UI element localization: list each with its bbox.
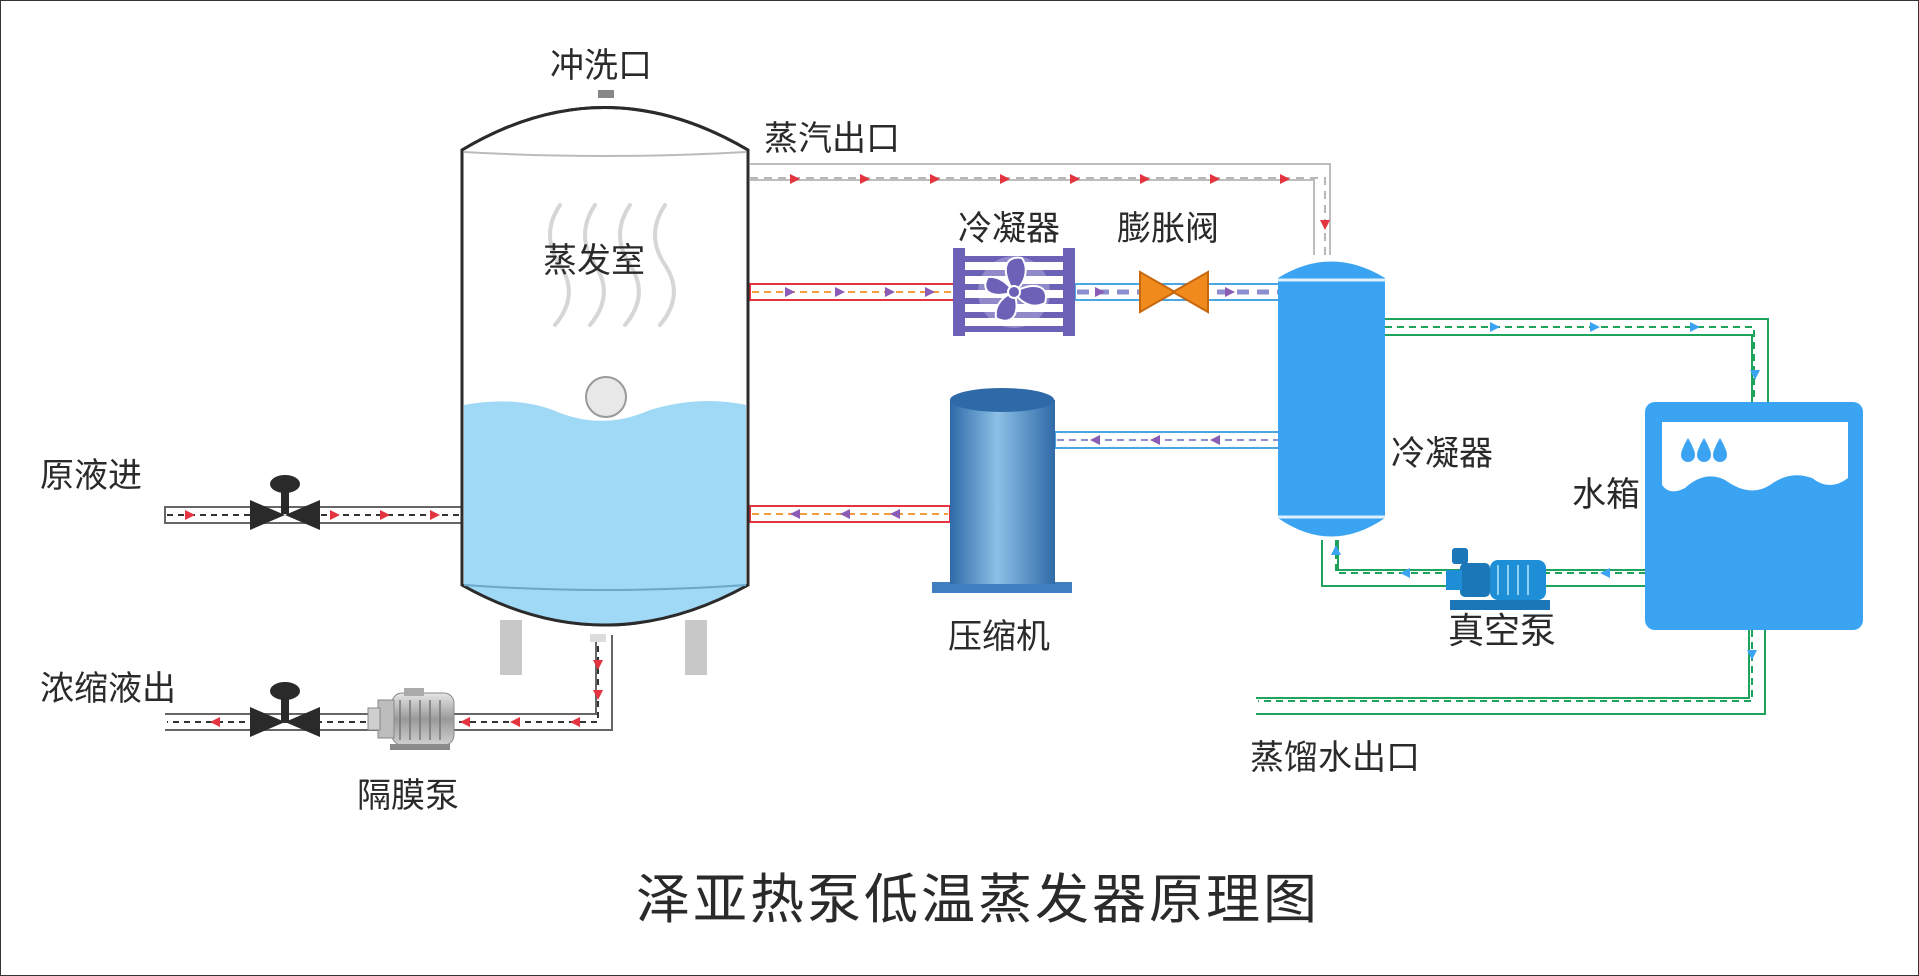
vacuum-pump-label: 真空泵 xyxy=(1448,611,1556,652)
fan-icon xyxy=(984,256,1047,322)
evaporation-chamber-label: 蒸发室 xyxy=(543,241,645,281)
condenser-fan-unit xyxy=(953,248,1075,336)
expansion-valve-label: 膨胀阀 xyxy=(1117,209,1219,249)
condensate-line xyxy=(1385,318,1769,405)
raw-liquid-in-label: 原液进 xyxy=(40,456,142,496)
vacuum-pump-unit xyxy=(1446,548,1550,610)
distilled-water-outlet-label: 蒸馏水出口 xyxy=(1250,738,1420,778)
distilled-water-line xyxy=(1256,630,1766,715)
diagram-title: 泽亚热泵低温蒸发器原理图 xyxy=(636,868,1320,931)
steam-outlet-pipe xyxy=(750,163,1331,255)
hot-refrigerant-line xyxy=(749,283,956,301)
evaporation-tank xyxy=(460,90,750,675)
condenser-right-label: 冷凝器 xyxy=(1391,434,1493,474)
condenser-top-label: 冷凝器 xyxy=(958,209,1060,249)
expansion-valve xyxy=(1139,270,1209,314)
compressor-discharge-line xyxy=(749,505,951,523)
raw-liquid-valve xyxy=(250,475,320,530)
steam-outlet-label: 蒸汽出口 xyxy=(764,119,900,159)
compressor-label: 压缩机 xyxy=(948,617,1050,657)
compressor-unit xyxy=(932,388,1072,593)
flush-port-label: 冲洗口 xyxy=(550,46,652,86)
water-tank-label: 水箱 xyxy=(1572,475,1640,515)
condenser-vessel xyxy=(1278,261,1385,537)
diaphragm-pump-label: 隔膜泵 xyxy=(357,776,459,816)
concentrate-out-label: 浓缩液出 xyxy=(40,669,176,709)
water-tank-unit xyxy=(1645,402,1863,630)
compressor-suction-line xyxy=(1054,431,1281,449)
diaphragm-pump-unit xyxy=(367,688,455,750)
concentrate-valve xyxy=(250,682,320,737)
